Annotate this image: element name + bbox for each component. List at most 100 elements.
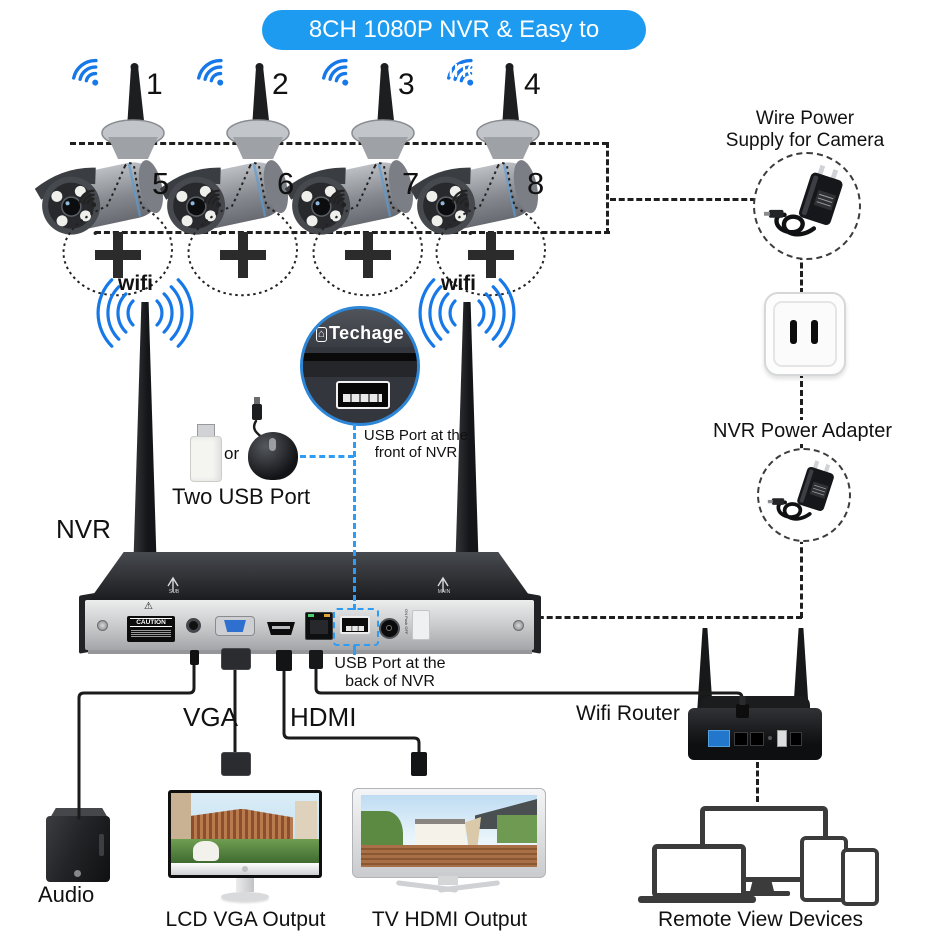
router-lan-port xyxy=(734,732,748,746)
nvr-top-face xyxy=(88,552,534,602)
screen-hedge xyxy=(497,815,537,843)
usb-port-front xyxy=(336,381,390,409)
hdmi-port-inner xyxy=(272,626,290,629)
vga-port-inner xyxy=(224,620,246,632)
power-adapter-icon xyxy=(763,162,851,250)
speaker-icon xyxy=(46,816,110,882)
screen-chair xyxy=(193,841,219,861)
outlet-slot xyxy=(811,320,818,344)
blue-dash-usb-vertical xyxy=(353,424,356,610)
lcd-chin xyxy=(171,863,319,875)
speaker-handle xyxy=(99,834,104,856)
hdmi-cable-label: HDMI xyxy=(290,702,357,732)
lcd-screen xyxy=(171,793,319,863)
panel-screw xyxy=(97,620,108,631)
usb-port-back xyxy=(340,616,370,634)
vga-port xyxy=(215,616,255,636)
dash-line-placeholders xyxy=(95,231,610,234)
dash-line-router-devices xyxy=(756,762,759,802)
wan-port xyxy=(305,612,333,640)
or-label: or xyxy=(224,444,240,463)
dc-pin xyxy=(386,625,392,631)
speaker-logo-dot xyxy=(74,870,81,877)
vga-plug xyxy=(221,648,251,670)
lcd-output-label: LCD VGA Output xyxy=(165,908,326,931)
nvr-front-bezel xyxy=(303,309,417,347)
hdmi-plug xyxy=(276,650,292,671)
hdmi-plug-tv xyxy=(411,752,427,776)
lcd-button xyxy=(242,866,248,872)
router-reset-dot xyxy=(768,736,772,740)
placeholder-number: 8 xyxy=(527,166,545,201)
audio-plug xyxy=(190,650,199,665)
main-antenna-label: MAIN xyxy=(437,589,451,595)
usb-front-note: USB Port at the front of NVR xyxy=(363,427,469,462)
techage-house-icon: ⌂ xyxy=(315,327,327,342)
router-power-port xyxy=(790,732,802,746)
phone-icon xyxy=(841,848,879,906)
router-wan-port xyxy=(708,730,730,747)
banner-title: 8CH 1080P NVR & Easy to Connect xyxy=(262,10,646,83)
usb-back-note: USB Port at the back of NVR xyxy=(334,655,446,691)
outlet-faceplate xyxy=(773,301,837,367)
remote-devices-label: Remote View Devices xyxy=(657,908,864,931)
power-adapter-icon xyxy=(767,458,840,521)
caution-fineprint xyxy=(131,629,171,637)
laptop-base xyxy=(638,896,756,903)
placeholder-number: 5 xyxy=(152,166,170,201)
dash-line-to-power xyxy=(610,198,756,201)
mouse-plug-tip xyxy=(254,397,260,404)
laptop-icon xyxy=(652,844,746,898)
panel-screw xyxy=(513,620,524,631)
camera-power-adapter-circle xyxy=(753,152,861,260)
placeholder-number: 6 xyxy=(277,166,295,201)
wan-led-green xyxy=(308,614,314,617)
camera-number: 2 xyxy=(272,68,289,101)
placeholder-number: 7 xyxy=(402,166,420,201)
lcd-stand-neck xyxy=(236,878,254,892)
nvr-front-groove xyxy=(303,353,417,361)
dash-line-cameras xyxy=(70,142,608,145)
sub-antenna-label: SUB xyxy=(168,589,180,595)
mouse-icon xyxy=(248,432,298,480)
usb-stick-icon xyxy=(190,436,222,482)
power-switch xyxy=(412,610,430,640)
nvr-front-mid xyxy=(303,361,417,377)
tv-stand-neck xyxy=(438,876,458,885)
power-switch-label: ON Push OFF xyxy=(404,609,409,635)
tv-output-label: TV HDMI Output xyxy=(371,908,528,931)
hdmi-port xyxy=(267,622,295,635)
outlet-slot xyxy=(790,320,797,344)
nvr-power-adapter-label: NVR Power Adapter xyxy=(695,420,910,443)
warning-icon: ⚠ xyxy=(144,601,153,612)
wifi-label-right: wifi xyxy=(441,272,476,295)
dash-line-adapter-nvr xyxy=(520,616,802,619)
vga-cable-label: VGA xyxy=(183,702,238,732)
vga-plug-monitor xyxy=(221,752,251,776)
caution-sticker: CAUTION xyxy=(127,616,175,642)
blue-dash-usb-stub xyxy=(353,645,356,655)
audio-out-port xyxy=(186,618,201,633)
screen-deck xyxy=(361,845,537,867)
desktop-stand xyxy=(750,877,774,891)
screen-umbrella xyxy=(465,817,481,847)
blue-dash-mouse xyxy=(300,455,354,458)
camera-number: 4 xyxy=(524,68,541,101)
dash-line-join xyxy=(606,142,609,234)
wifi-label-left: wifi xyxy=(118,272,153,295)
camera-number: 3 xyxy=(398,68,415,101)
audio-label: Audio xyxy=(38,882,95,907)
nvr-label: NVR xyxy=(56,514,111,544)
dash-line-power-outlet xyxy=(800,254,803,294)
mouse-wheel xyxy=(269,438,276,451)
dash-line-outlet-adapter xyxy=(800,372,803,450)
wan-led-amber xyxy=(324,614,330,617)
dc12v-port xyxy=(379,618,400,639)
usb-tongue xyxy=(343,394,382,402)
mouse-plug xyxy=(252,397,262,420)
desktop-base xyxy=(734,891,790,896)
nvr-power-adapter-circle xyxy=(757,448,851,542)
ethernet-plug xyxy=(309,650,323,669)
camera-number: 1 xyxy=(146,68,163,101)
